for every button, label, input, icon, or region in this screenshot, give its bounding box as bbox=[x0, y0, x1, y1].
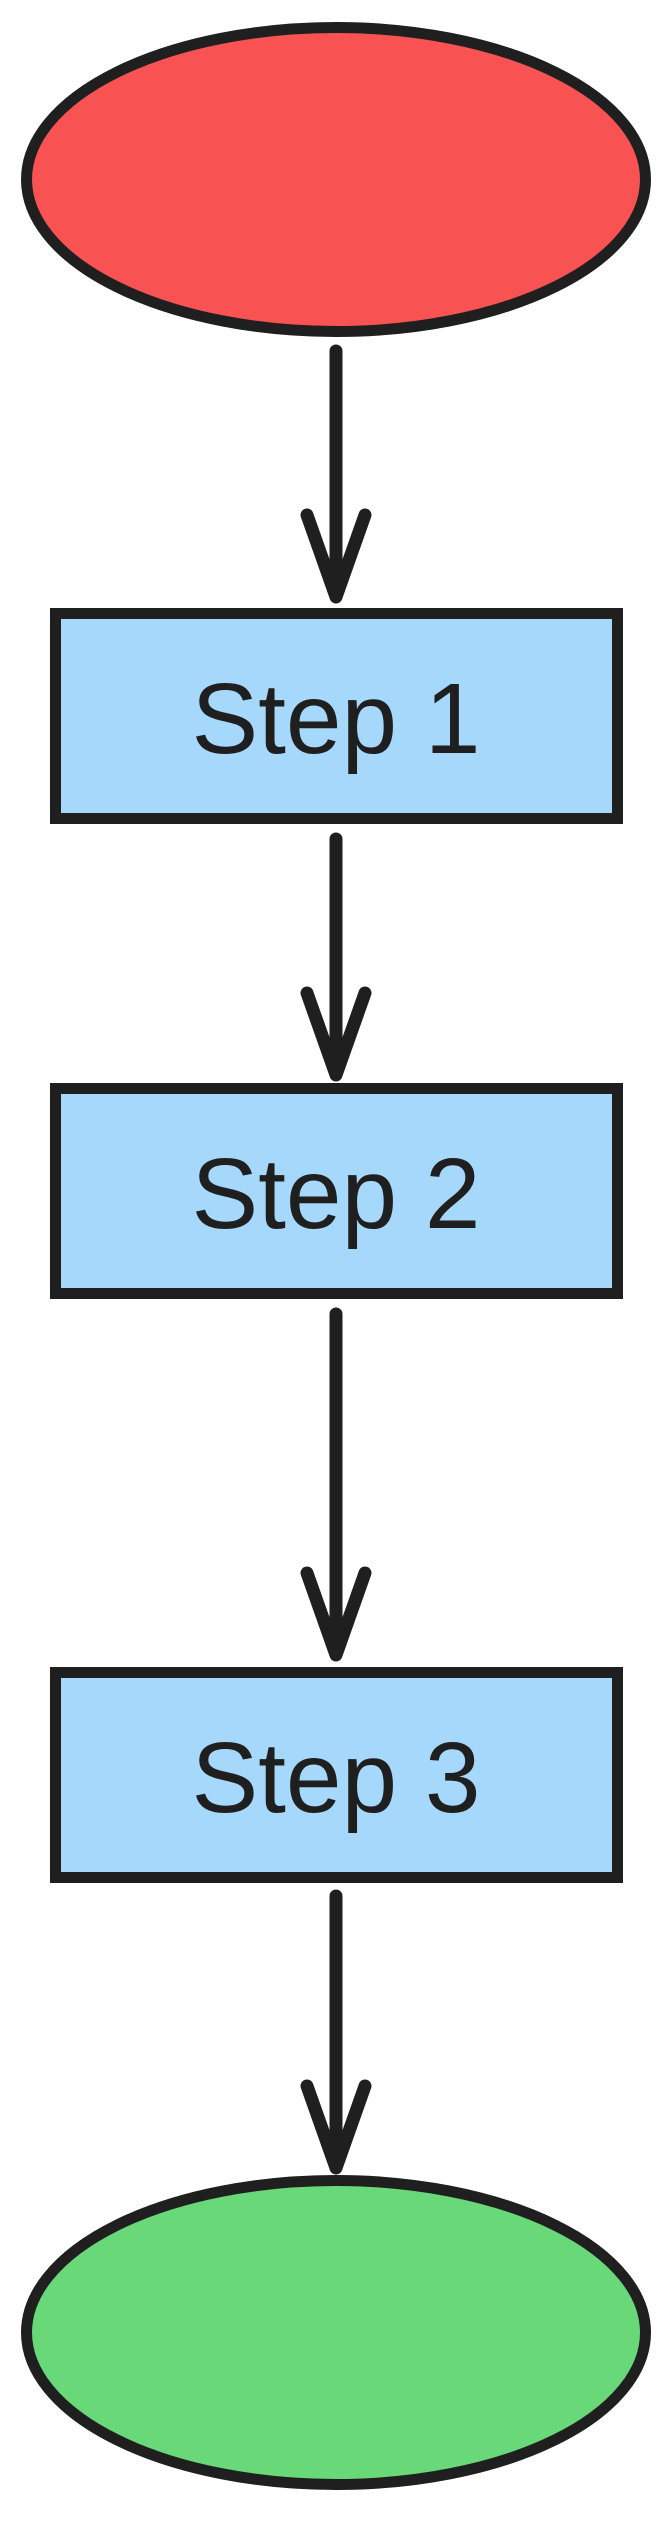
end-node bbox=[21, 2175, 651, 2490]
arrowhead-down-icon bbox=[300, 508, 372, 604]
arrowhead-down-icon bbox=[300, 986, 372, 1082]
arrowhead-down-icon bbox=[300, 1566, 372, 1662]
edge-step2-step3 bbox=[300, 1307, 372, 1662]
step1-node-label: Step 1 bbox=[191, 663, 480, 775]
step2-node-label: Step 2 bbox=[191, 1138, 480, 1250]
edge-start-step1 bbox=[300, 344, 372, 604]
step3-node bbox=[50, 1667, 623, 1883]
start-node bbox=[21, 22, 651, 337]
edge-step3-end bbox=[300, 1889, 372, 2175]
step3-node-label: Step 3 bbox=[191, 1722, 480, 1834]
edge-step1-step2 bbox=[300, 832, 372, 1082]
step1-node bbox=[50, 608, 623, 824]
arrowhead-down-icon bbox=[300, 2079, 372, 2175]
step2-node bbox=[50, 1083, 623, 1299]
